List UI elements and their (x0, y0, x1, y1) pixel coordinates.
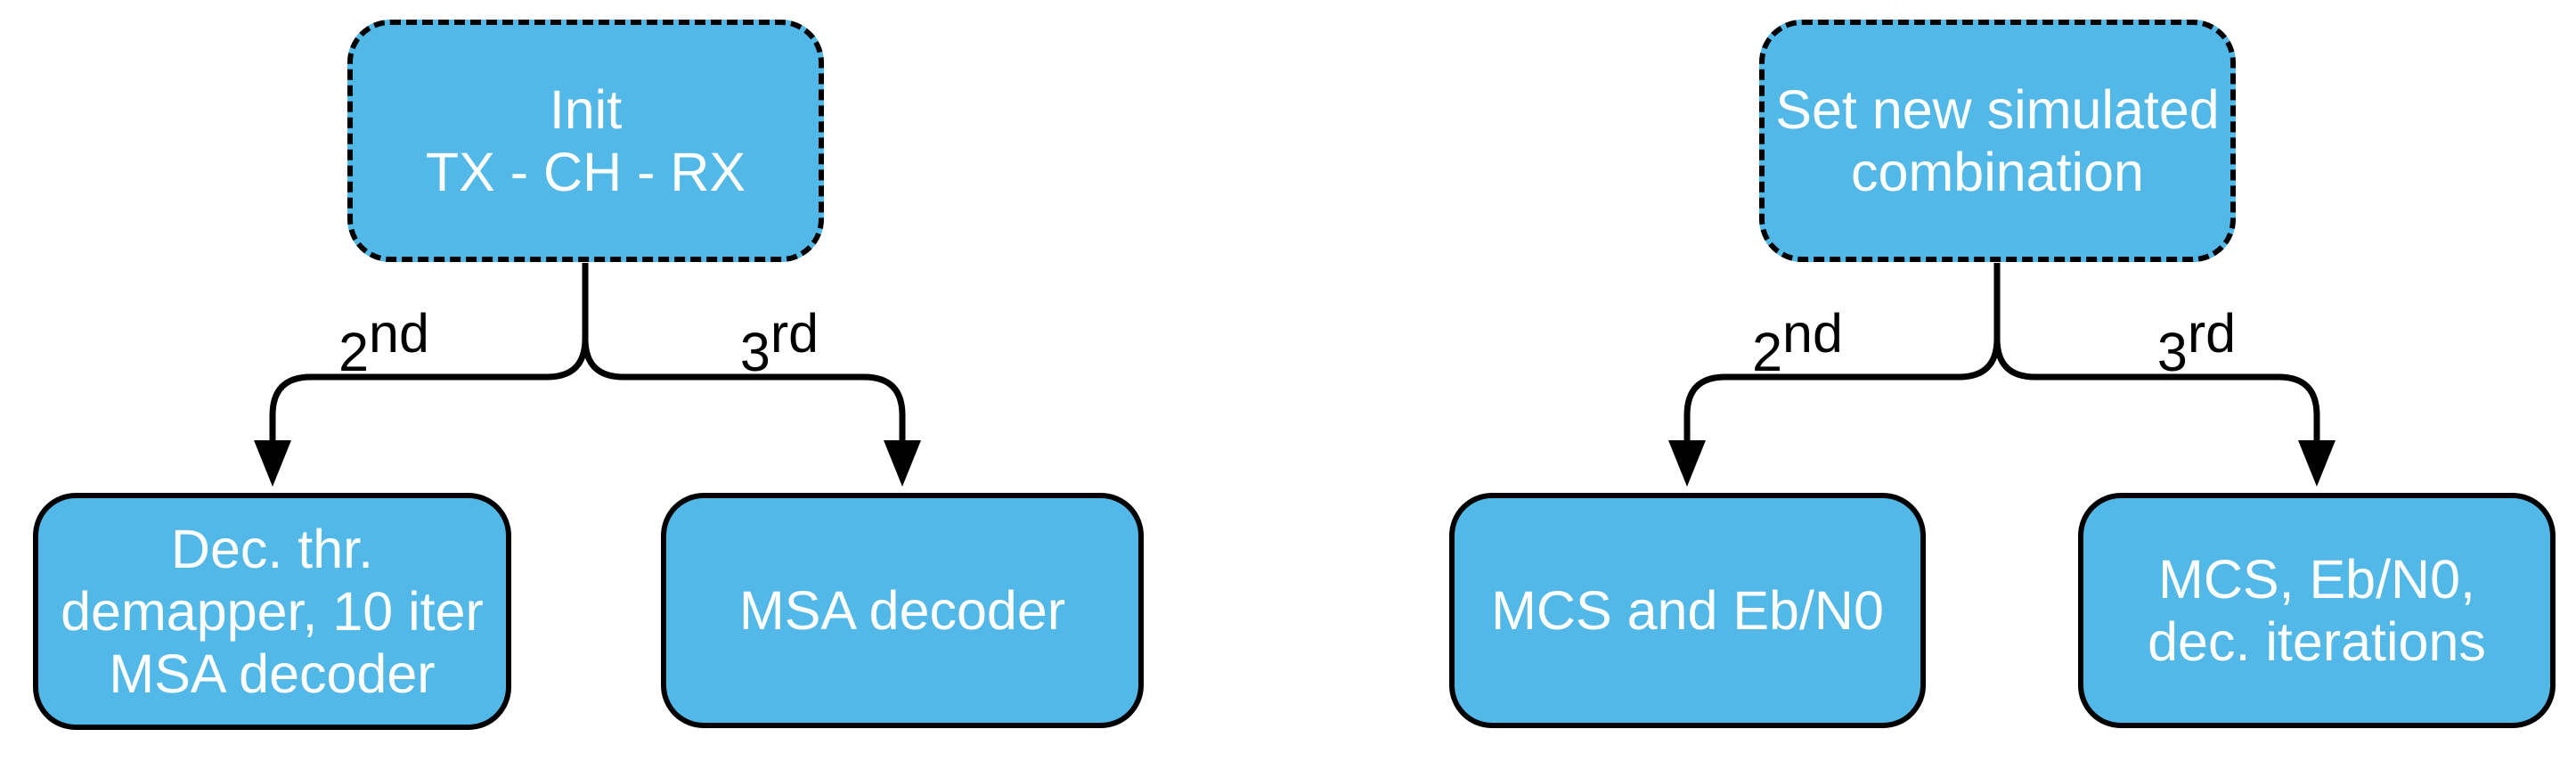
left-tree-branch-left-line (269, 263, 589, 444)
right-tree-branch-label-3rd-base: 3 (2156, 322, 2188, 382)
right-tree-branch-right-line (1993, 338, 2320, 444)
left-tree-branch-label-2nd: 2nd (338, 307, 429, 382)
right-tree-connector (1683, 263, 2320, 444)
set-new-combination-box: Set new simulated combination (1759, 20, 2236, 262)
left-tree-branch-label-2nd-sup: nd (369, 303, 429, 364)
mcs-ebn0-box-line-1: MCS and Eb/N0 (1491, 580, 1884, 641)
dec-thr-demapper-box-line-3: MSA decoder (109, 643, 436, 704)
left-tree-connector (269, 263, 906, 444)
dec-thr-demapper-box: Dec. thr. demapper, 10 iter MSA decoder (33, 493, 511, 730)
set-new-combination-box-line-1: Set new simulated (1775, 79, 2220, 140)
right-tree-branch-label-2nd-base: 2 (1752, 322, 1783, 382)
dec-thr-demapper-box-line-2: demapper, 10 iter (61, 581, 484, 642)
msa-decoder-box-line-1: MSA decoder (738, 580, 1066, 641)
mcs-ebn0-iterations-box-line-2: dec. iterations (2148, 611, 2486, 672)
left-tree-branch-label-3rd-sup: rd (770, 303, 819, 364)
msa-decoder-box: MSA decoder (661, 493, 1144, 728)
mcs-ebn0-iterations-box: MCS, Eb/N0, dec. iterations (2078, 493, 2556, 728)
set-new-combination-box-line-2: combination (1851, 142, 2144, 202)
right-tree-branch-label-2nd: 2nd (1752, 307, 1843, 382)
right-tree-right-arrowhead-icon (2298, 440, 2336, 487)
left-tree-branch-right-line (582, 338, 906, 444)
right-tree-branch-left-line (1683, 263, 2001, 444)
init-box-line-2: TX - CH - RX (425, 142, 746, 202)
left-tree-left-arrowhead-icon (254, 440, 291, 487)
left-tree-right-arrowhead-icon (884, 440, 921, 487)
right-tree-branch-label-3rd-sup: rd (2187, 303, 2237, 364)
mcs-ebn0-box: MCS and Eb/N0 (1449, 493, 1926, 728)
right-tree-branch-label-2nd-sup: nd (1782, 303, 1843, 364)
left-tree-branch-label-3rd-base: 3 (739, 322, 770, 382)
init-box-line-1: Init (549, 79, 623, 140)
init-box: Init TX - CH - RX (347, 20, 824, 262)
left-tree-branch-label-2nd-base: 2 (338, 322, 370, 382)
left-tree-branch-label-3rd: 3rd (739, 307, 819, 382)
dec-thr-demapper-box-line-1: Dec. thr. (170, 519, 374, 579)
right-tree-branch-label-3rd: 3rd (2156, 307, 2236, 382)
right-tree-left-arrowhead-icon (1668, 440, 1706, 487)
mcs-ebn0-iterations-box-line-1: MCS, Eb/N0, (2158, 549, 2475, 610)
